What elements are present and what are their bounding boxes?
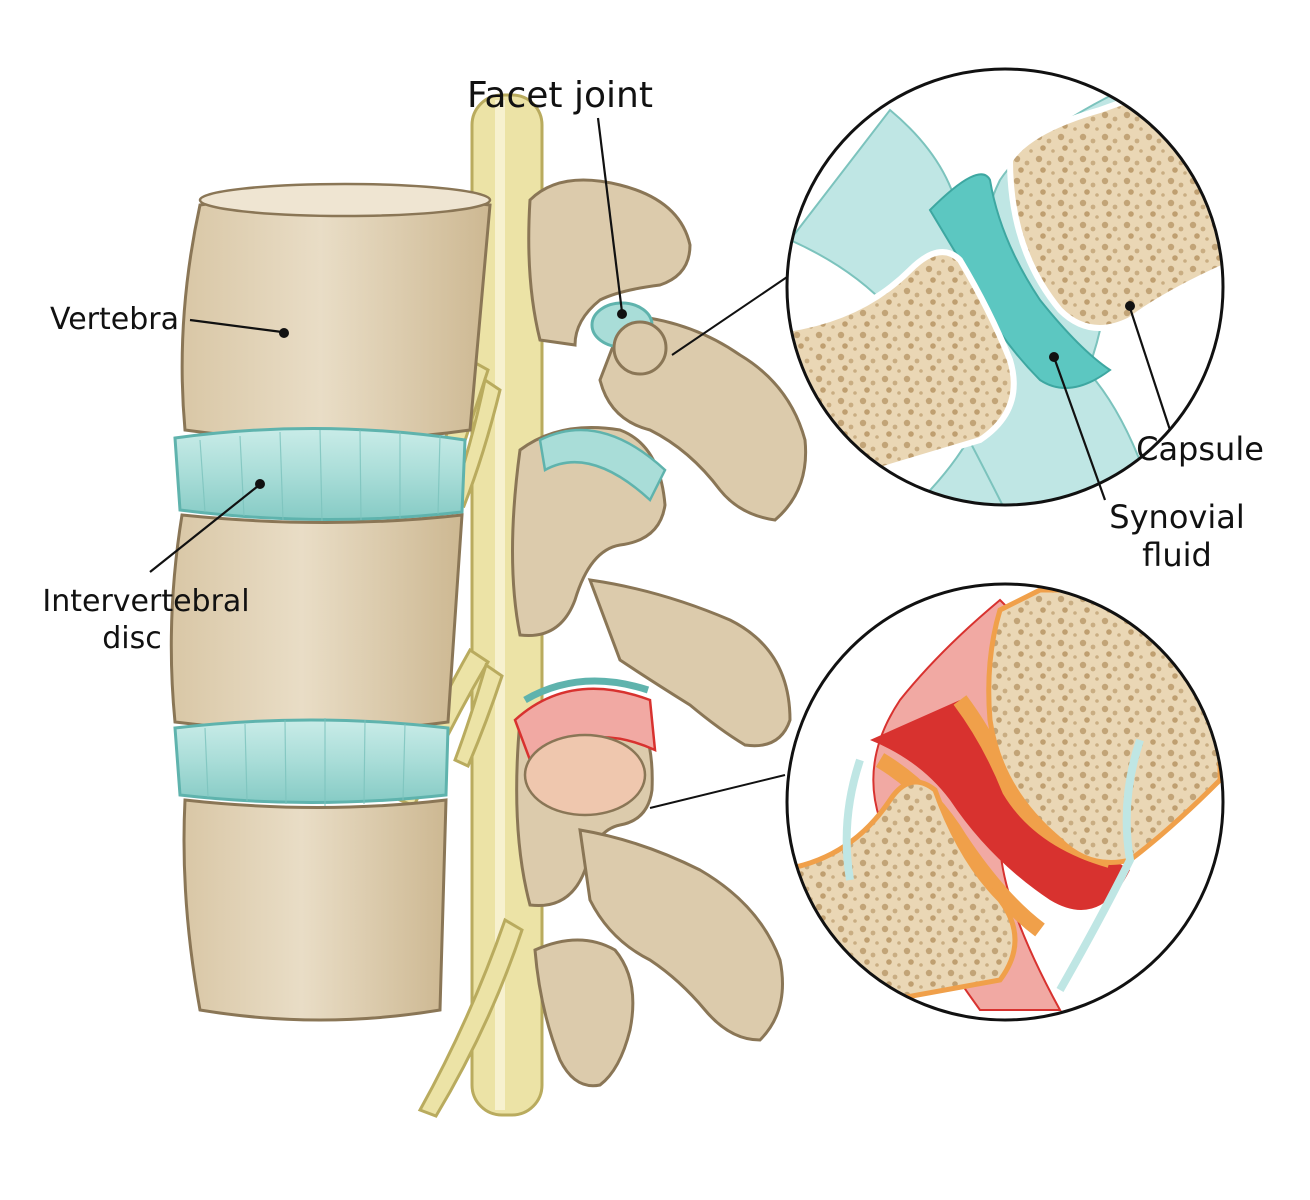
svg-text:Synovial: Synovial	[1109, 498, 1244, 536]
intervertebral-disc-bottom	[173, 718, 450, 806]
svg-text:fluid: fluid	[1142, 536, 1212, 574]
label-synovial-fluid: Synovial fluid	[1049, 352, 1245, 574]
zoom-connectors	[649, 274, 791, 809]
svg-text:Facet joint: Facet joint	[467, 75, 653, 116]
facet-joint-healthy	[538, 301, 668, 503]
label-vertebra: Vertebra	[50, 302, 289, 338]
inset-healthy-facet	[785, 67, 1225, 507]
svg-text:Vertebra: Vertebra	[50, 302, 179, 337]
inset-arthritic-facet	[785, 582, 1225, 1022]
label-capsule: Capsule	[1125, 301, 1264, 468]
svg-text:Capsule: Capsule	[1136, 430, 1264, 468]
label-intervertebral-disc: Intervertebral disc	[42, 479, 265, 656]
facet-joint-arthritic	[513, 677, 657, 817]
intervertebral-disc-top	[173, 427, 467, 523]
vertebra-body-middle	[169, 513, 464, 733]
vertebra-body-top	[180, 182, 492, 442]
posterior-elements	[511, 178, 808, 1088]
svg-text:disc: disc	[102, 621, 162, 656]
svg-text:Intervertebral: Intervertebral	[42, 584, 249, 619]
vertebra-body-bottom	[182, 798, 448, 1022]
label-facet-joint: Facet joint	[467, 75, 653, 319]
